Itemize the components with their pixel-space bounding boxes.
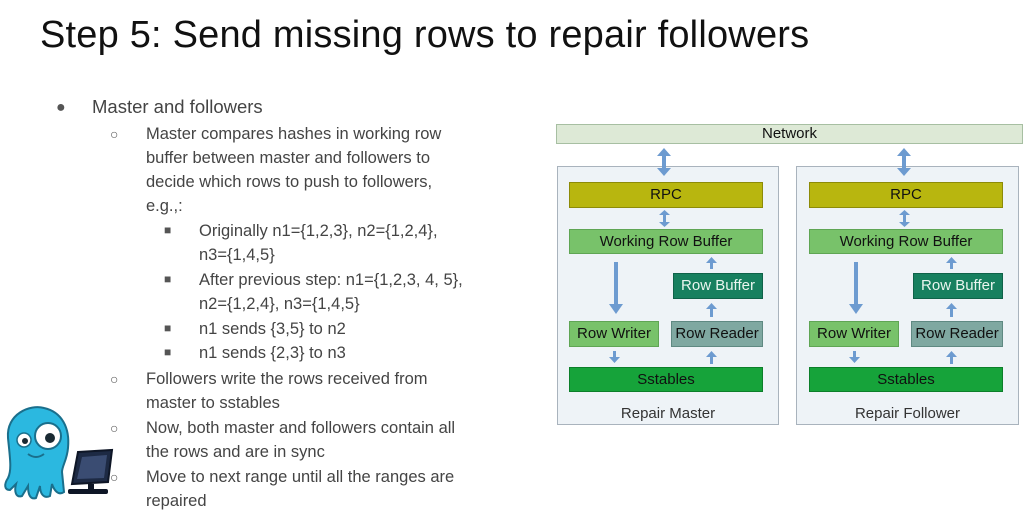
bullet-list: ● Master and followers ○ Master compares… [56,96,463,510]
master-rowbuffer-wrb-arrow [706,257,717,269]
follower-sstables-reader-arrow [946,351,957,364]
bullet-compare-line4: e.g.,: [146,197,183,215]
bullet-originally-line2: n3={1,4,5} [199,246,275,264]
bullet-compare-line3: decide which rows to push to followers, [146,173,433,191]
network-master-rpc-arrow [657,148,671,176]
bullet-write-line2: master to sstables [146,394,280,412]
bullet-circle: ○ [110,469,119,485]
master-reader-rowbuffer-arrow [706,303,717,317]
follower-row-reader: Row Reader [911,321,1003,347]
bullet-compare-line2: buffer between master and followers to [146,149,431,167]
bullet-next-line2: repaired [146,492,207,510]
bullet-master-followers: Master and followers [92,96,263,117]
follower-row-writer: Row Writer [809,321,899,347]
master-writer-sstables-arrow [609,351,620,363]
bullet-previous-line2: n2={1,2,4}, n3={1,4,5} [199,295,360,313]
bullet-circle: ○ [110,371,119,387]
bullet-n1-to-n3: n1 sends {2,3} to n3 [199,344,346,362]
bullet-compare-line1: Master compares hashes in working row [146,125,442,143]
bullet-n1-to-n2: n1 sends {3,5} to n2 [199,320,346,338]
master-working-row-buffer: Working Row Buffer [569,229,763,254]
bullet-sync-line2: the rows and are in sync [146,443,325,461]
bullet-square: ■ [164,321,172,335]
bullet-sync-line1: Now, both master and followers contain a… [146,419,456,437]
follower-writer-sstables-arrow [849,351,860,363]
follower-rowbuffer-wrb-arrow [946,257,957,269]
bullet-originally-line1: Originally n1={1,2,3}, n2={1,2,4}, [199,222,438,240]
master-row-reader: Row Reader [671,321,763,347]
repair-master-caption: Repair Master [620,405,716,422]
follower-reader-rowbuffer-arrow [946,303,957,317]
bullet-circle: ○ [110,420,119,436]
follower-sstables: Sstables [809,367,1003,392]
bullet-square: ■ [164,272,172,286]
master-sstables: Sstables [569,367,763,392]
master-sstables-reader-arrow [706,351,717,364]
bullet-circle: ○ [110,126,119,142]
bullet-previous-line1: After previous step: n1={1,2,3, 4, 5}, [199,271,463,289]
network-follower-rpc-arrow [897,148,911,176]
scylla-mascot-icon [4,406,114,500]
bullet-dot: ● [56,99,66,116]
bullet-square: ■ [164,345,172,359]
master-rpc-wrb-arrow [659,210,670,227]
follower-rpc-box: RPC [809,182,1003,208]
follower-working-row-buffer: Working Row Buffer [809,229,1003,254]
bullet-next-line1: Move to next range until all the ranges … [146,468,455,486]
bullet-write-line1: Followers write the rows received from [146,370,428,388]
slide-title: Step 5: Send missing rows to repair foll… [40,14,810,56]
master-rpc-box: RPC [569,182,763,208]
master-row-buffer: Row Buffer [673,273,763,299]
master-row-writer: Row Writer [569,321,659,347]
repair-follower-caption: Repair Follower [854,405,961,422]
follower-rpc-wrb-arrow [899,210,910,227]
network-bar: Network [556,124,1023,144]
follower-row-buffer: Row Buffer [913,273,1003,299]
follower-wrb-writer-arrow [849,262,863,314]
bullet-square: ■ [164,223,172,237]
master-wrb-writer-arrow [609,262,623,314]
